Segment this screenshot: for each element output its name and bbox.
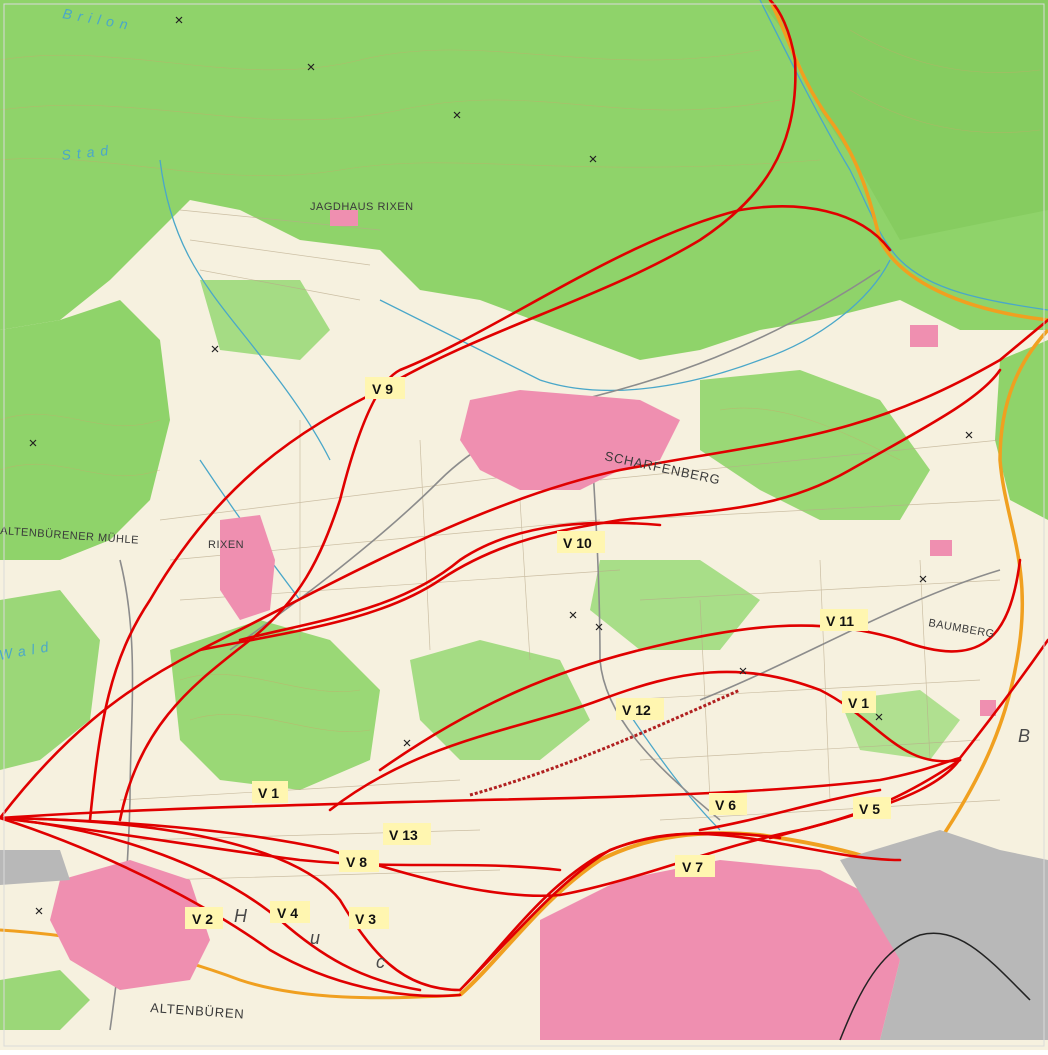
contour-lines	[0, 29, 1041, 732]
field-boundaries	[119, 209, 1001, 881]
stream-west	[159, 159, 331, 461]
terrain-letters: H u c B	[234, 726, 1030, 972]
route-v10b	[238, 521, 662, 642]
route-label-v2[interactable]: V 2	[185, 907, 223, 929]
route-v10	[198, 368, 1002, 652]
forest-north	[0, 0, 1048, 360]
svg-text:V 7: V 7	[682, 859, 703, 875]
svg-text:V 5: V 5	[859, 801, 880, 817]
hill-letter-u: u	[310, 928, 320, 948]
railway-southeast	[839, 932, 1031, 1041]
settlements	[0, 210, 1048, 1040]
svg-text:V 1: V 1	[848, 695, 869, 711]
route-v2	[0, 816, 462, 998]
building-east-1	[910, 325, 938, 347]
industry-west	[0, 850, 70, 885]
svg-text:V 3: V 3	[355, 911, 376, 927]
forest-southwest	[0, 970, 90, 1030]
svg-text:V 11: V 11	[826, 613, 854, 629]
hill-letter-h: H	[234, 906, 248, 926]
map-border	[3, 3, 1045, 1047]
hill-letter-b: B	[1018, 726, 1030, 746]
forest-west	[0, 300, 170, 560]
route-v9	[88, 0, 797, 822]
place-jagdhaus: JAGDHAUS RIXEN	[310, 201, 414, 213]
svg-text:V 1: V 1	[258, 785, 279, 801]
route-label-v7[interactable]: V 7	[675, 855, 715, 877]
forest-northeast	[760, 0, 1048, 240]
water-label-stad: Stad	[61, 142, 115, 163]
svg-text:V 2: V 2	[192, 911, 213, 927]
route-label-v9[interactable]: V 9	[365, 377, 405, 399]
settlement-south-town	[540, 860, 900, 1040]
route-label-v10[interactable]: V 10	[557, 531, 605, 553]
forest-west-lower	[0, 590, 100, 770]
forest-areas	[0, 0, 1048, 1030]
stream-central	[379, 259, 891, 392]
settlement-rixen	[220, 515, 275, 620]
route-label-v13[interactable]: V 13	[383, 823, 431, 845]
forest-mid	[590, 560, 760, 650]
route-v1-main	[0, 756, 962, 820]
route-label-v4[interactable]: V 4	[270, 901, 310, 923]
road-east	[699, 569, 1001, 701]
forest-east	[700, 370, 930, 520]
route-labels: V 9 V 10 V 11 V 12 V 1 V 1 V 6 V 5 V 13 …	[185, 377, 891, 929]
route-label-v8[interactable]: V 8	[339, 850, 379, 872]
building-east-2	[930, 540, 952, 556]
route-label-v12[interactable]: V 12	[616, 698, 664, 720]
route-label-v6[interactable]: V 6	[709, 793, 747, 815]
route-v1-upper	[0, 318, 1048, 820]
route-v6	[698, 788, 882, 832]
route-label-v1-east[interactable]: V 1	[842, 691, 876, 713]
route-v7b	[463, 831, 782, 987]
svg-text:V 4: V 4	[277, 905, 298, 921]
place-rixen: RIXEN	[208, 539, 244, 551]
route-v8	[0, 816, 562, 872]
place-altenbueren: ALTENBÜREN	[150, 1000, 245, 1022]
route-v4	[0, 816, 422, 992]
svg-text:V 12: V 12	[622, 702, 651, 718]
route-v5	[768, 638, 1048, 840]
route-label-v11[interactable]: V 11	[820, 609, 868, 631]
svg-text:V 8: V 8	[346, 854, 367, 870]
svg-text:V 9: V 9	[372, 381, 393, 397]
svg-text:V 10: V 10	[563, 535, 592, 551]
svg-text:V 6: V 6	[715, 797, 736, 813]
svg-text:V 13: V 13	[389, 827, 418, 843]
settlement-altenbueren	[50, 860, 210, 990]
building-north	[330, 210, 358, 226]
hill-letter-c: c	[376, 952, 385, 972]
route-label-v1-west[interactable]: V 1	[252, 781, 288, 803]
railway	[469, 688, 741, 797]
forest-east-edge	[995, 340, 1048, 520]
survey-markers	[29, 16, 973, 915]
route-v11	[378, 558, 1022, 772]
building-east-3	[980, 700, 996, 716]
route-label-v3[interactable]: V 3	[349, 907, 389, 929]
route-v12	[328, 670, 962, 812]
route-label-v5[interactable]: V 5	[853, 797, 891, 819]
forest-patch-1	[200, 280, 330, 360]
settlement-scharfenberg	[460, 390, 680, 490]
route-v3	[0, 816, 462, 992]
